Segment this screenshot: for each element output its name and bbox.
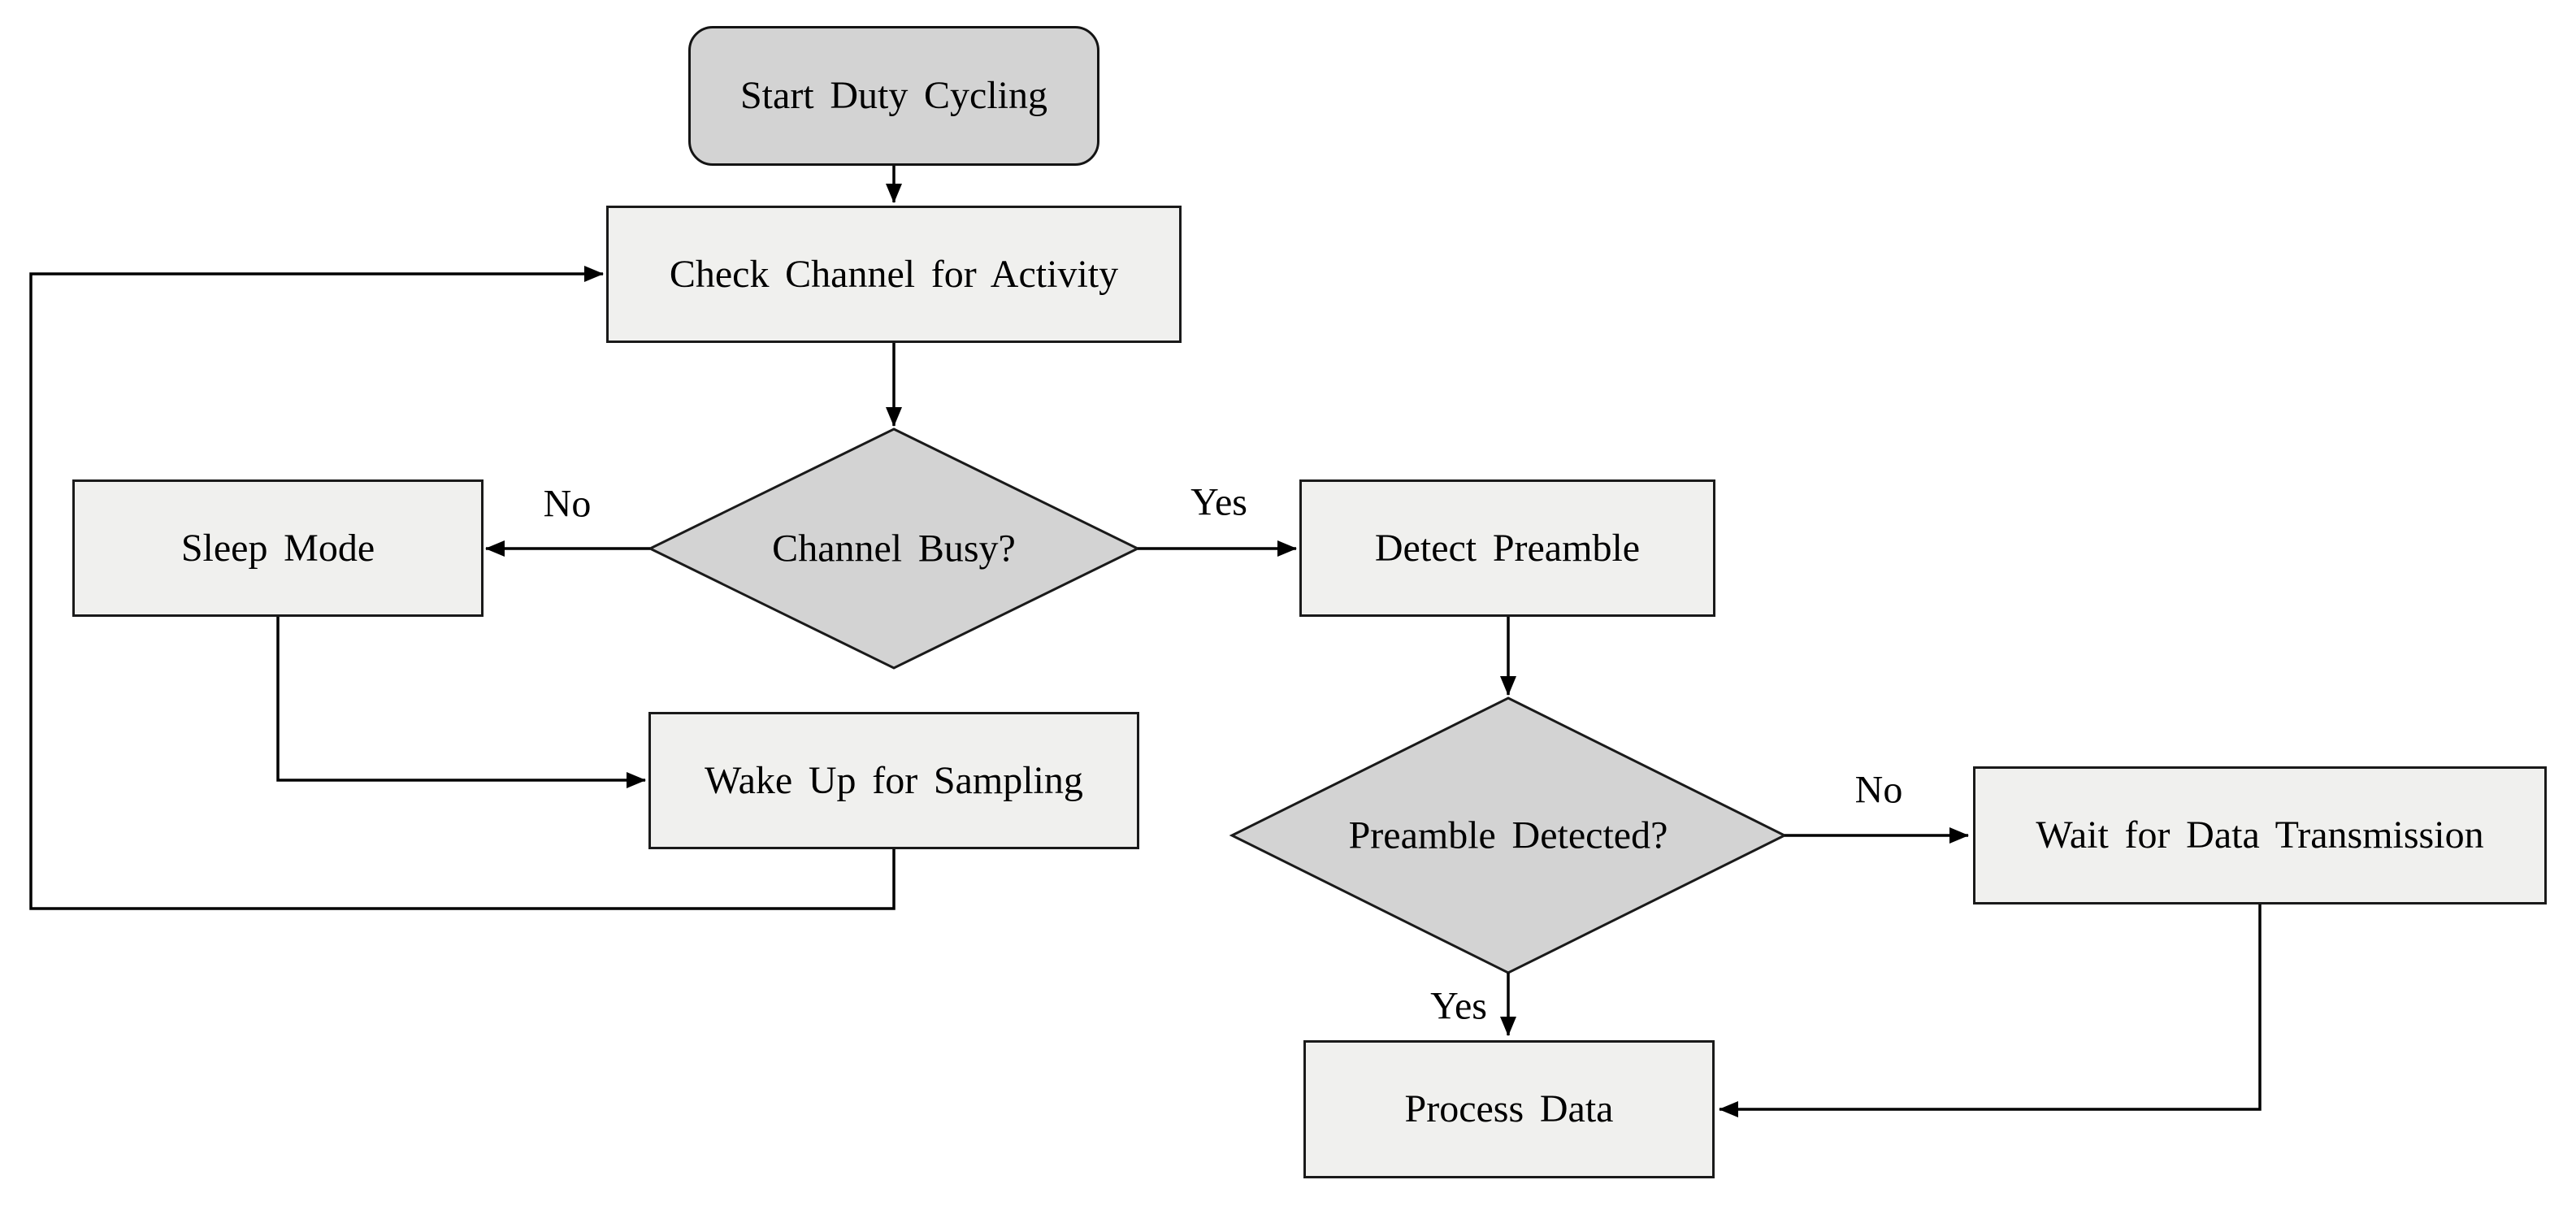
node-wait-data: Wait for Data Transmission [1973,766,2547,904]
node-detect-preamble: Detect Preamble [1299,479,1715,617]
edge-wake-up-loop-to-check-channel [29,266,896,910]
node-wake-up: Wake Up for Sampling [648,712,1139,849]
edge-sleep-mode-to-wake-up [276,617,646,788]
edge-wait-data-to-process-data [1719,904,2262,1117]
node-check-channel: Check Channel for Activity [606,206,1182,343]
node-preamble-detected-label: Preamble Detected? [1348,813,1668,857]
node-start: Start Duty Cycling [688,26,1099,166]
edge-label-channel-busy-no: No [543,482,592,526]
edge-label-channel-busy-yes: Yes [1190,480,1247,524]
node-channel-busy-label: Channel Busy? [772,527,1016,570]
node-sleep-mode: Sleep Mode [72,479,484,617]
edge-label-preamble-detected-yes: Yes [1430,984,1487,1028]
node-channel-busy-diamond [647,427,1141,670]
node-process-data: Process Data [1303,1040,1715,1178]
edge-label-preamble-detected-no: No [1854,768,1903,812]
